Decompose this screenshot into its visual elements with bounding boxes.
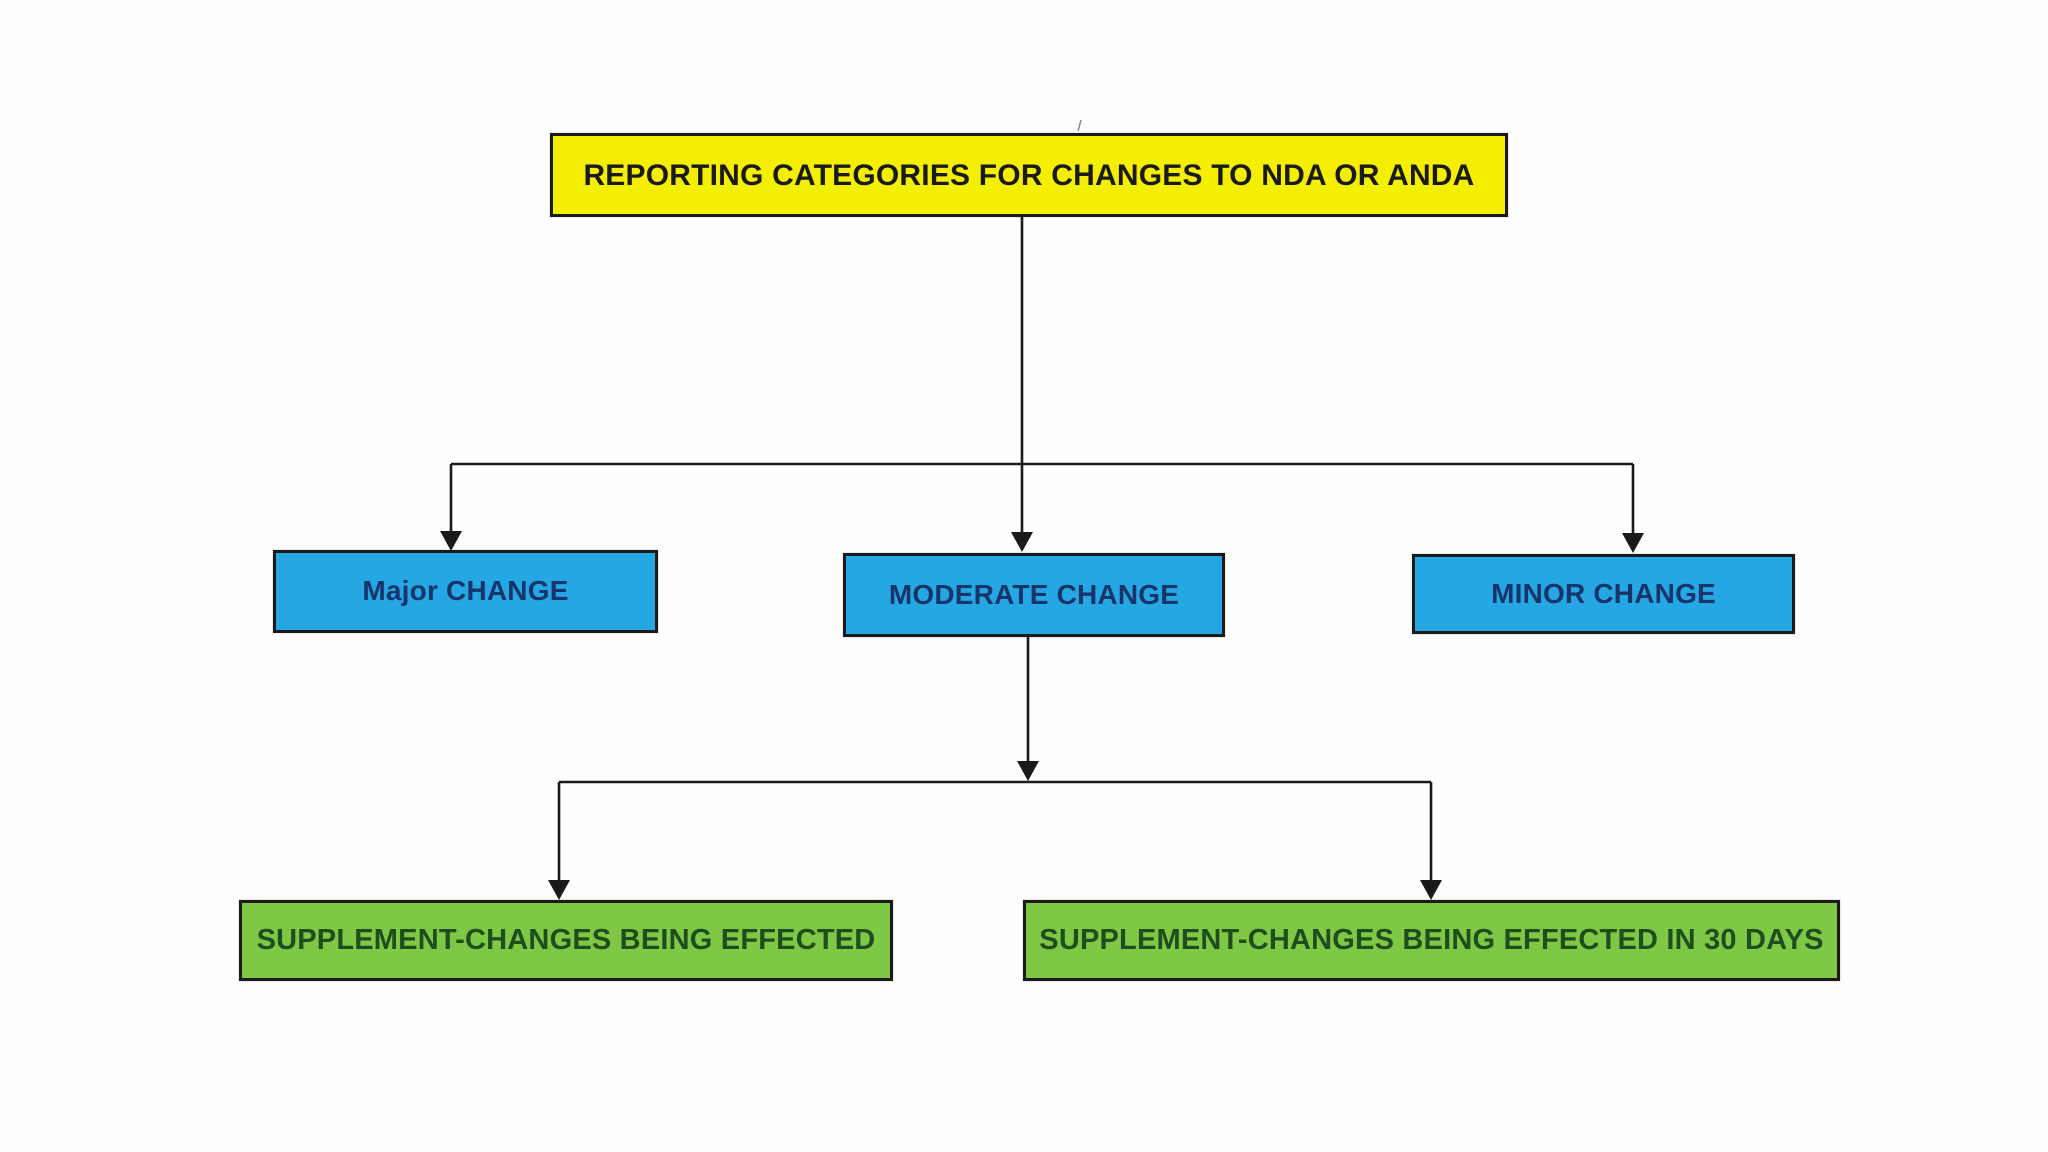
node-major-change-label: Major CHANGE xyxy=(362,575,569,607)
arrowhead-lower-junction xyxy=(1017,761,1039,781)
connectors xyxy=(440,119,1644,900)
arrowhead-moderate xyxy=(1011,532,1033,552)
node-supplement-changes-being-effected-30-days-label: SUPPLEMENT-CHANGES BEING EFFECTED IN 30 … xyxy=(1039,923,1824,956)
node-major-change: Major CHANGE xyxy=(273,550,658,633)
node-supplement-changes-being-effected: SUPPLEMENT-CHANGES BEING EFFECTED xyxy=(239,900,893,981)
arrowhead-major xyxy=(440,531,462,551)
node-supplement-changes-being-effected-label: SUPPLEMENT-CHANGES BEING EFFECTED xyxy=(256,923,876,956)
stray-mark xyxy=(1077,119,1082,132)
node-minor-change-label: MINOR CHANGE xyxy=(1491,577,1716,609)
node-minor-change: MINOR CHANGE xyxy=(1412,554,1795,634)
node-reporting-categories: REPORTING CATEGORIES FOR CHANGES TO NDA … xyxy=(550,133,1508,217)
node-reporting-categories-label: REPORTING CATEGORIES FOR CHANGES TO NDA … xyxy=(583,158,1475,192)
node-moderate-change: MODERATE CHANGE xyxy=(843,553,1225,637)
arrowhead-sce30 xyxy=(1420,880,1442,900)
arrowhead-minor xyxy=(1622,533,1644,553)
node-supplement-changes-being-effected-30-days: SUPPLEMENT-CHANGES BEING EFFECTED IN 30 … xyxy=(1023,900,1840,981)
node-moderate-change-label: MODERATE CHANGE xyxy=(888,578,1180,610)
arrowhead-sce xyxy=(548,880,570,900)
